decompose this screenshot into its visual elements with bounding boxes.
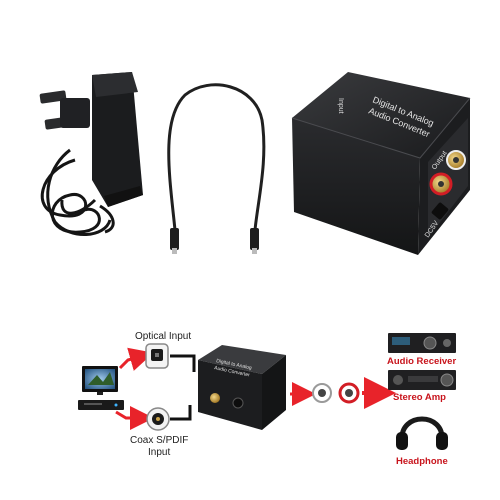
optical-cable	[167, 83, 266, 254]
tv-icon	[82, 366, 118, 395]
converter-box-small: Digital to Analog Audio Converter	[198, 345, 286, 430]
coax-port-icon	[146, 407, 170, 431]
power-adapter	[39, 72, 143, 236]
audio-receiver-icon	[388, 333, 456, 353]
converter-box: Digital to Analog Audio Converter Input …	[291, 72, 471, 255]
rca-output-icon	[312, 382, 360, 404]
headphone-icon	[396, 416, 448, 450]
optical-input-label: Optical Input	[135, 331, 191, 342]
coax-input-label-line1: Coax S/PDIF	[130, 435, 188, 446]
optical-port-icon	[145, 343, 169, 369]
arrow-to-optical	[118, 347, 154, 371]
stereo-amp-icon	[388, 370, 456, 390]
audio-receiver-label: Audio Receiver	[387, 356, 456, 367]
arrow-to-coax	[115, 406, 154, 430]
headphone-label: Headphone	[396, 456, 448, 467]
dvd-player-icon	[78, 400, 124, 410]
stereo-amp-label: Stereo Amp	[393, 392, 446, 403]
box-input-label: Input	[337, 98, 344, 114]
coax-input-label-line2: Input	[148, 447, 170, 458]
